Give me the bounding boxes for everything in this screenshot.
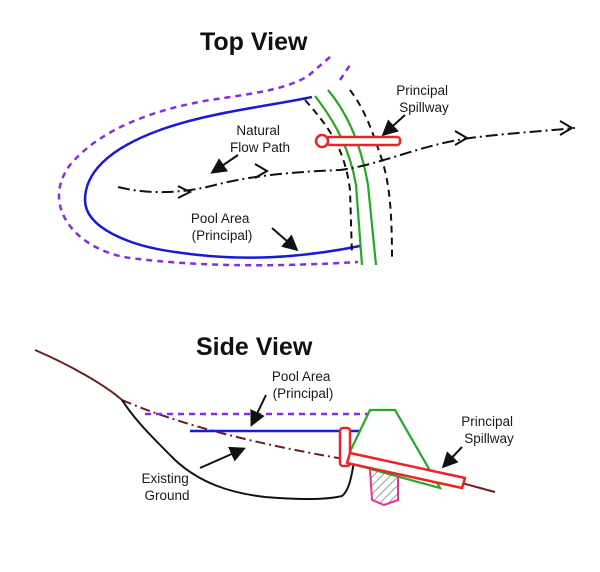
- top-view: Top View Natural Flow Path Pool Area: [57, 28, 576, 267]
- spillway-leader-arrow-top: [381, 114, 406, 137]
- embankment-crest-right: [327, 89, 378, 266]
- ground-line-upstream: [34, 349, 123, 401]
- pool-area-leader-arrow: [271, 227, 299, 252]
- flow-arrowhead: [177, 185, 193, 199]
- side-view-title: Side View: [196, 333, 313, 361]
- side-view: Side View Pool Area (Principal) Princ: [34, 333, 517, 507]
- principal-spillway-top: [314, 133, 402, 149]
- existing-ground-line: [121, 399, 355, 501]
- pool-area-leader-arrow-side: [250, 394, 267, 427]
- existing-ground-leader-arrow: [199, 446, 246, 469]
- principal-spillway-side: [338, 426, 467, 490]
- natural-flow-path-label: Natural Flow Path: [230, 123, 290, 155]
- pool-area-label-side: Pool Area (Principal): [272, 369, 334, 401]
- ground-line-under-pool: [121, 399, 351, 461]
- cutoff-footing: [369, 469, 399, 507]
- flow-path-leader-arrow: [210, 154, 239, 174]
- flow-arrowhead: [559, 120, 574, 136]
- top-view-title: Top View: [200, 28, 308, 56]
- pool-area-outline: [83, 95, 361, 259]
- flood-pool-outline-arrow: [338, 64, 352, 81]
- natural-flow-path: [117, 127, 576, 194]
- flow-arrowhead: [454, 130, 469, 146]
- existing-ground-label: Existing Ground: [141, 471, 192, 503]
- pool-area-label: Pool Area (Principal): [191, 211, 253, 243]
- embankment-toe-left: [304, 99, 353, 256]
- flood-pool-outline: [57, 56, 359, 267]
- flow-arrowhead: [254, 163, 269, 179]
- spillway-leader-arrow-side: [441, 446, 463, 469]
- principal-spillway-label-top: Principal Spillway: [396, 83, 452, 115]
- principal-spillway-label-side: Principal Spillway: [461, 414, 517, 446]
- embankment-toe-right: [349, 89, 393, 261]
